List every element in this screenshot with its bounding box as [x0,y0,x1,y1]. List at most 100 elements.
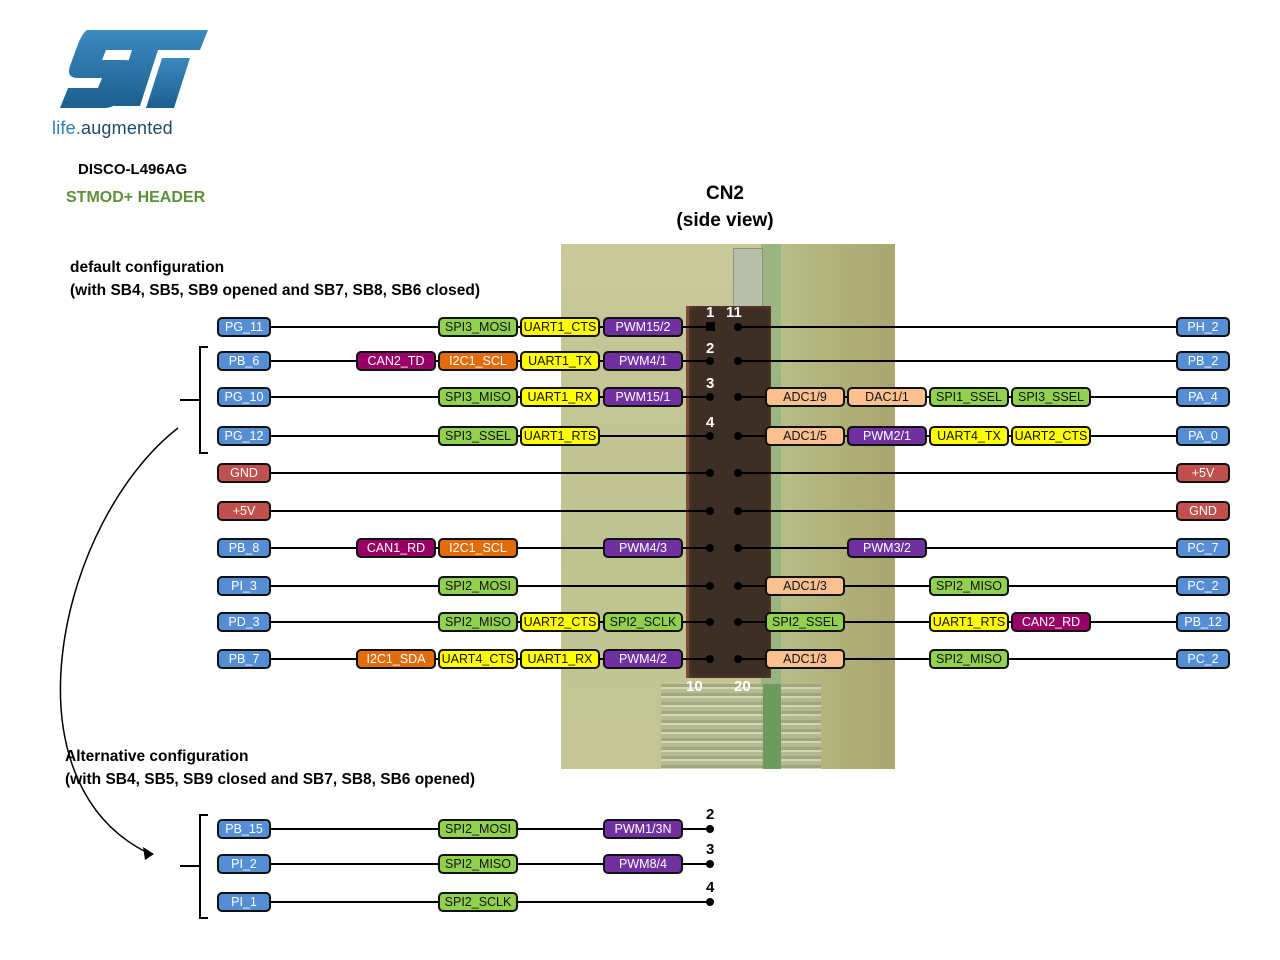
pin-label-10: 10 [686,678,703,695]
function-badge-uart: UART1_RTS [520,426,600,446]
connector-subtitle: (side view) [676,210,774,231]
pin-name-badge: PD_3 [217,612,271,632]
header-pin-dot [706,618,714,626]
function-badge-spi: SPI3_MISO [438,387,518,407]
pin-name-badge: PG_10 [217,387,271,407]
function-badge-uart: UART4_CTS [438,649,518,669]
function-badge-can: CAN2_TD [356,351,436,371]
pin-name-badge: PC_7 [1176,538,1230,558]
default-config-detail: (with SB4, SB5, SB9 opened and SB7, SB8,… [70,282,480,299]
pin-label-2: 2 [706,340,715,357]
function-badge-uart: UART2_CTS [520,612,600,632]
alt-function-badge-spi: SPI2_MISO [438,854,518,874]
pin-name-badge: PI_3 [217,576,271,596]
pin-name-badge: PG_11 [217,317,271,337]
function-badge-uart: UART1_RX [520,649,600,669]
pin-label-11: 11 [726,304,742,321]
alt-header-pin-dot [706,898,714,906]
function-badge-uart: UART4_TX [929,426,1009,446]
function-badge-spi: SPI2_SSEL [765,612,845,632]
pin-label-4: 4 [706,414,715,431]
function-badge-i2c: I2C1_SDA [356,649,436,669]
header-pin-dot [734,393,742,401]
function-badge-uart: UART1_CTS [520,317,600,337]
logo-tagline: life.augmented [52,118,173,139]
connection-wire [738,360,1176,362]
header-pin-dot [734,432,742,440]
connection-wire [271,472,710,474]
function-badge-can: CAN2_RD [1011,612,1091,632]
header-pin-dot [734,618,742,626]
alt-header-pin-dot [706,860,714,868]
connection-wire [738,510,1176,512]
alt-bracket [180,814,208,919]
function-badge-uart: UART1_RTS [929,612,1009,632]
header-pin-dot [706,582,714,590]
pin-name-badge: +5V [217,501,271,521]
pin-label-20: 20 [734,678,751,695]
arrow-head-icon [143,847,154,860]
default-bracket [180,346,208,454]
header-pin-dot [734,507,742,515]
header-pin-dot [734,582,742,590]
header-pin-dot [706,357,714,365]
function-badge-pwm: PWM4/3 [603,538,683,558]
header-body [686,306,771,678]
function-badge-spi: SPI3_SSEL [438,426,518,446]
pin-name-badge: GND [217,463,271,483]
pin-name-badge: PB_8 [217,538,271,558]
function-badge-pwm: PWM15/2 [603,317,683,337]
connection-wire [738,547,1176,549]
config-arrow [59,427,179,854]
alt-pin-name-badge: PI_1 [217,892,271,912]
alt-function-badge-pwm: PWM1/3N [603,819,683,839]
default-config-label: default configuration (with SB4, SB5, SB… [70,256,480,302]
function-badge-pwm: PWM4/1 [603,351,683,371]
header-pin-dot [734,357,742,365]
header-pin-dot [734,469,742,477]
pin-name-badge: PA_4 [1176,387,1230,407]
logo-tagline-text: augmented [81,118,173,138]
function-badge-spi: SPI3_MOSI [438,317,518,337]
board-name: DISCO-L496AG [78,161,188,178]
alt-header-pin-number: 3 [706,841,715,858]
pin-label-1: 1 [706,304,715,321]
header-name: STMOD+ HEADER [66,189,206,206]
function-badge-pwm: PWM3/2 [847,538,927,558]
function-badge-adc_dac: ADC1/5 [765,426,845,446]
header-pin-dot [734,544,742,552]
header-pin-dot [706,655,714,663]
pcb-background [781,244,895,769]
pin-name-badge: PB_12 [1176,612,1230,632]
function-badge-i2c: I2C1_SCL [438,538,518,558]
alt-function-badge-spi: SPI2_MOSI [438,819,518,839]
function-badge-adc_dac: ADC1/3 [765,649,845,669]
pin-name-badge: PB_2 [1176,351,1230,371]
logo-brand: life [52,118,76,138]
connection-wire [271,510,710,512]
function-badge-spi: SPI2_MOSI [438,576,518,596]
function-badge-pwm: PWM2/1 [847,426,927,446]
connection-wire [738,326,1176,328]
alt-config-label: Alternative configuration (with SB4, SB5… [65,745,475,791]
function-badge-spi: SPI1_SSEL [929,387,1009,407]
alt-config-title: Alternative configuration [65,748,249,765]
alt-config-detail: (with SB4, SB5, SB9 closed and SB7, SB8,… [65,771,475,788]
pin-name-badge: PA_0 [1176,426,1230,446]
alt-header-pin-dot [706,825,714,833]
connector-photo [561,244,895,769]
header-pin-dot [734,323,742,331]
function-badge-uart: UART2_CTS [1011,426,1091,446]
function-badge-spi: SPI2_MISO [929,576,1009,596]
header-pin-dot [706,432,714,440]
function-badge-pwm: PWM15/1 [603,387,683,407]
function-badge-can: CAN1_RD [356,538,436,558]
function-badge-adc_dac: ADC1/9 [765,387,845,407]
function-badge-adc_dac: ADC1/3 [765,576,845,596]
connector-title: CN2 (side view) [640,180,810,234]
function-badge-adc_dac: DAC1/1 [847,387,927,407]
alt-function-badge-spi: SPI2_SCLK [438,892,518,912]
function-badge-spi: SPI2_MISO [438,612,518,632]
function-badge-spi: SPI2_MISO [929,649,1009,669]
st-logo-icon [60,30,208,108]
